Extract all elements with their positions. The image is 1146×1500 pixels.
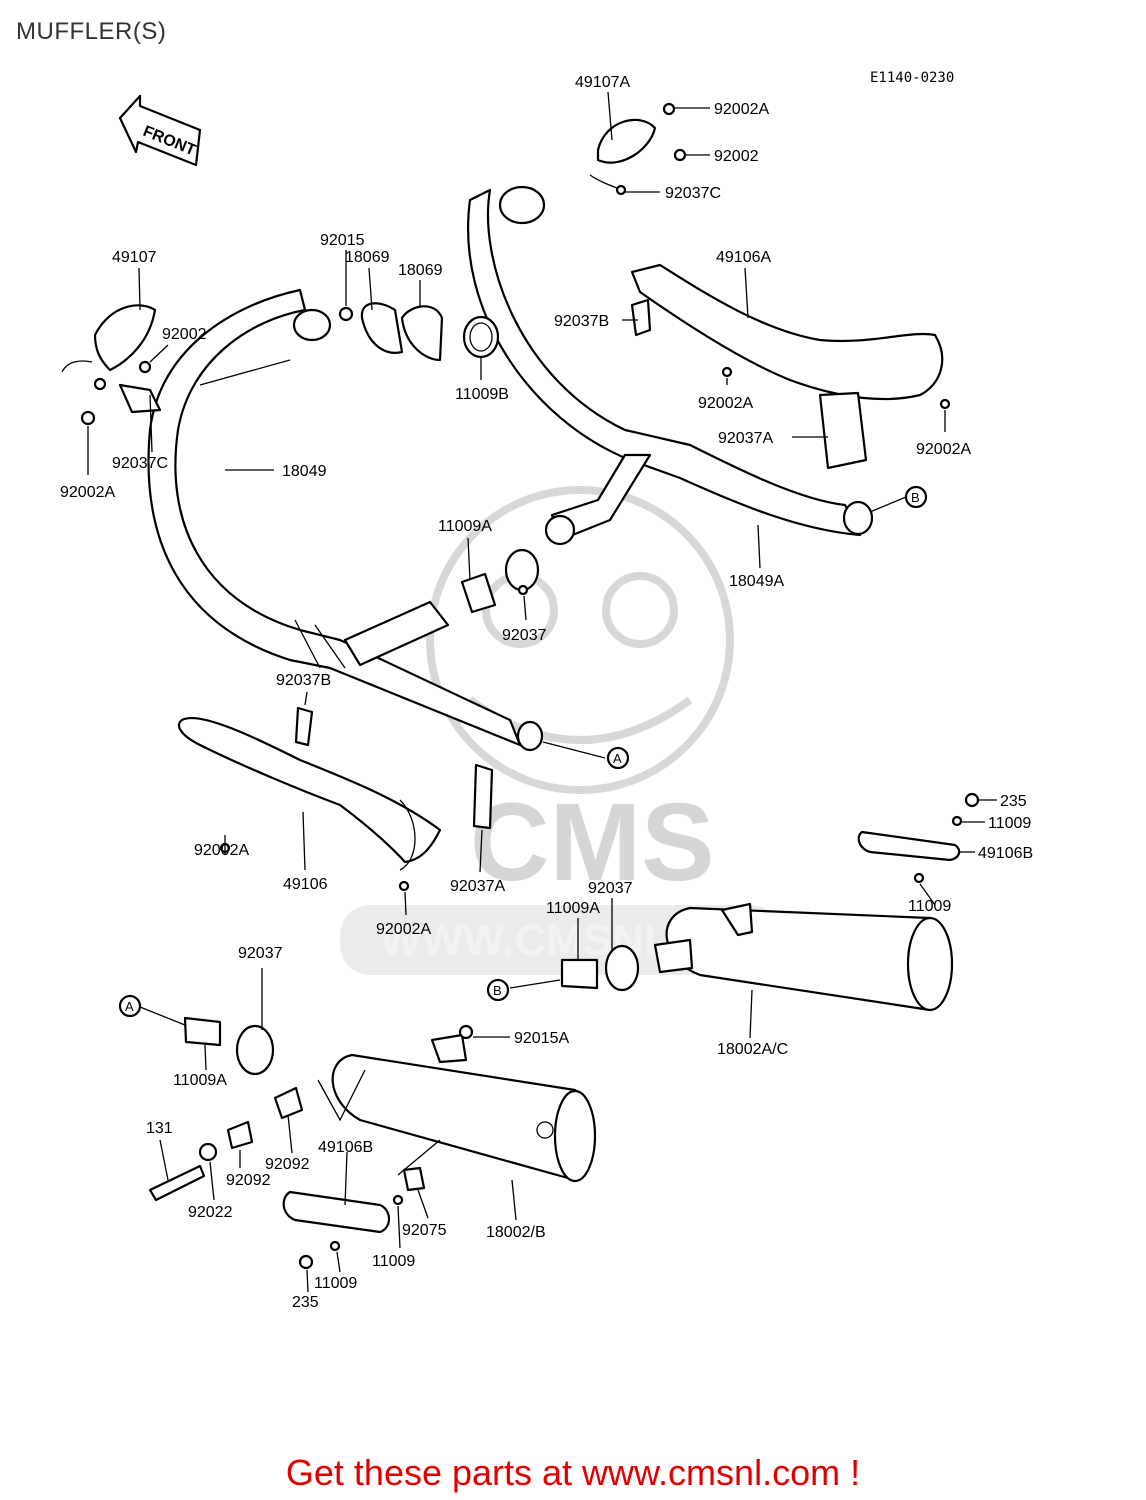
part-label[interactable]: 49106A	[716, 249, 771, 266]
svg-text:B: B	[493, 983, 502, 998]
callout-A-joint: A	[118, 994, 142, 1018]
part-label[interactable]: 92037C	[665, 185, 721, 202]
svg-text:B: B	[911, 490, 920, 505]
part-label[interactable]: 92037	[502, 627, 547, 644]
part-label[interactable]: 92002A	[194, 842, 249, 859]
part-label[interactable]: 49106B	[318, 1139, 373, 1156]
part-label[interactable]: 18069	[398, 262, 443, 279]
part-label[interactable]: 92015	[320, 232, 365, 249]
leader-lines	[87, 91, 997, 1293]
exploded-parts-diagram: CMS WWW.CMSNL.COM FRONT E1140-0230	[60, 70, 1033, 1311]
svg-text:A: A	[125, 999, 134, 1014]
part-label[interactable]: 18002/B	[486, 1224, 546, 1241]
part-label[interactable]: 18069	[345, 249, 390, 266]
part-labels: 49107A 92002A 92002 92037C 49106A 92037B…	[60, 74, 1033, 1311]
part-label[interactable]: 92037B	[554, 313, 609, 330]
part-label[interactable]: 92037	[238, 945, 283, 962]
part-label[interactable]: 11009A	[173, 1072, 227, 1089]
watermark-brand: CMS	[470, 781, 714, 904]
part-label[interactable]: 92092	[226, 1172, 271, 1189]
heat-shield-49107	[61, 304, 162, 426]
part-label[interactable]: 92075	[402, 1222, 447, 1239]
part-label[interactable]: 92037A	[450, 878, 505, 895]
callout-B-joint: B	[486, 978, 510, 1002]
part-label[interactable]: 92037C	[112, 455, 168, 472]
part-label[interactable]: 18049A	[729, 573, 784, 590]
promo-footer-link[interactable]: Get these parts at www.cmsnl.com !	[285, 1452, 861, 1493]
callout-B-pipe: B	[904, 485, 928, 509]
part-label[interactable]: 49106B	[978, 845, 1033, 862]
part-label[interactable]: 92002A	[376, 921, 431, 938]
callout-A-pipe: A	[606, 746, 630, 770]
part-label[interactable]: 11009A	[546, 900, 600, 917]
exhaust-pipe-18049A	[467, 185, 874, 546]
part-label[interactable]: 235	[1000, 793, 1027, 810]
flange-18069	[338, 302, 500, 362]
page-title: MUFFLER(S)	[16, 18, 167, 45]
exhaust-pipe-18049	[147, 288, 544, 752]
part-label[interactable]: 49106	[283, 876, 328, 893]
part-label[interactable]: 18049	[282, 463, 327, 480]
part-label[interactable]: 92092	[265, 1156, 310, 1173]
part-label[interactable]: 92002A	[60, 484, 115, 501]
part-label[interactable]: 49107A	[575, 74, 630, 91]
part-label[interactable]: 92002	[162, 326, 207, 343]
part-label[interactable]: 92002	[714, 148, 759, 165]
svg-text:A: A	[613, 751, 622, 766]
part-label[interactable]: 18002A/C	[717, 1041, 788, 1058]
part-label[interactable]: 49107	[112, 249, 157, 266]
part-label[interactable]: 131	[146, 1120, 173, 1137]
part-label[interactable]: 11009	[988, 815, 1031, 832]
part-label[interactable]: 11009	[372, 1253, 415, 1270]
heat-shield-49107A	[589, 102, 687, 196]
part-label[interactable]: 92037B	[276, 672, 331, 689]
part-label[interactable]: 92037A	[718, 430, 773, 447]
part-label[interactable]: 11009B	[455, 386, 509, 403]
part-label[interactable]: 92002A	[714, 101, 769, 118]
diagram-ref: E1140-0230	[870, 70, 954, 86]
muffler-18002-B	[148, 1016, 597, 1270]
part-label[interactable]: 92037	[588, 880, 633, 897]
joint-11009A-top	[460, 548, 540, 614]
part-label[interactable]: 11009A	[438, 518, 492, 535]
part-label[interactable]: 11009	[908, 898, 951, 915]
front-arrow: FRONT	[118, 94, 202, 167]
heat-shield-49106	[177, 706, 494, 892]
part-label[interactable]: 92002A	[698, 395, 753, 412]
part-label[interactable]: 235	[292, 1294, 319, 1311]
heat-shield-49106A	[630, 263, 951, 470]
muffler-18002A-C	[560, 792, 980, 1012]
part-label[interactable]: 92002A	[916, 441, 971, 458]
part-label[interactable]: 92015A	[514, 1030, 569, 1047]
part-label[interactable]: 92022	[188, 1204, 233, 1221]
part-label[interactable]: 11009	[314, 1275, 357, 1292]
